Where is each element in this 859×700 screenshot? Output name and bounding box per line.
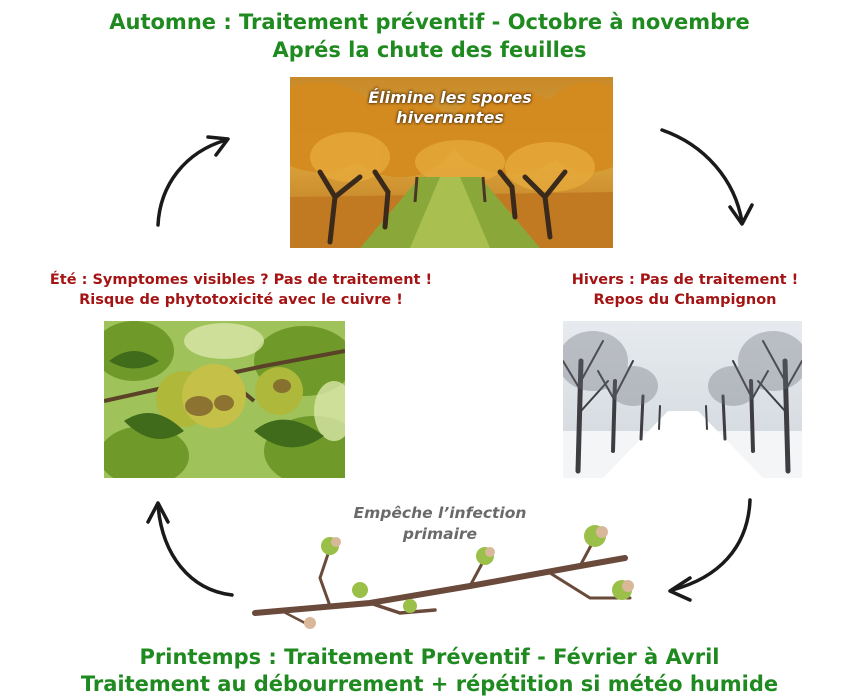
snowy-orchard-image [563,321,802,478]
scab-apples-image [104,321,345,478]
autumn-title: Automne : Traitement préventif - Octobre… [0,8,859,64]
arrow-autumn-to-winter [660,128,744,224]
spring-title-line2: Traitement au débourrement + répétition … [80,672,779,696]
spring-caption: Empêche l’infection primaire [330,503,550,545]
spring-caption-line1: Empêche l’infection [353,504,527,522]
winter-title: Hivers : Pas de traitement ! Repos du Ch… [520,270,850,310]
spring-caption-line2: primaire [402,525,478,543]
autumn-caption: Élimine les spores hivernantes [310,88,590,128]
winter-orchard-photo [563,321,802,478]
winter-title-line1: Hivers : Pas de traitement ! [571,272,799,288]
autumn-caption-line2: hivernantes [396,108,504,127]
summer-title-line2: Risque de phytotoxicité avec le cuivre ! [79,292,403,308]
spring-branch-photo [250,518,660,643]
budding-branch-image [252,525,634,629]
arrow-winter-to-spring [670,498,752,592]
summer-apples-photo [104,321,345,478]
autumn-orchard-photo [290,77,613,248]
winter-title-line2: Repos du Champignon [593,292,777,308]
autumn-orchard-image [290,77,613,248]
summer-title: Été : Symptomes visibles ? Pas de traite… [6,270,476,310]
arrow-summer-to-autumn [156,138,228,227]
summer-title-line1: Été : Symptomes visibles ? Pas de traite… [49,272,433,288]
spring-title: Printemps : Traitement Préventif - Févri… [0,644,859,698]
autumn-title-line1: Automne : Traitement préventif - Octobre… [109,10,750,34]
autumn-caption-line1: Élimine les spores [368,88,532,107]
spring-title-line1: Printemps : Traitement Préventif - Févri… [139,645,720,669]
autumn-title-line2: Aprés la chute des feuilles [272,38,587,62]
arrow-spring-to-summer [156,503,234,597]
